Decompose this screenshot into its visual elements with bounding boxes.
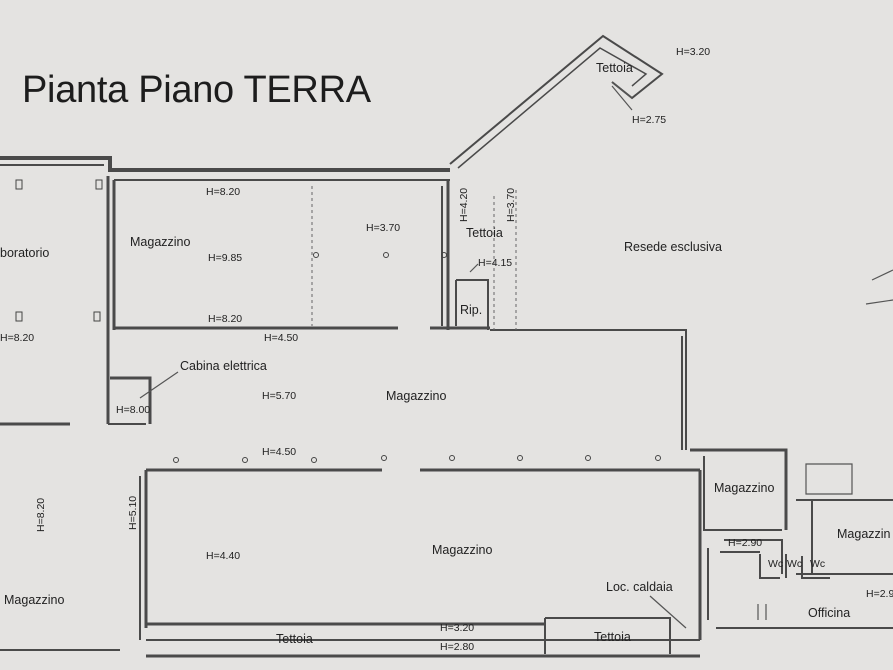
height-label: H=5.10 xyxy=(127,496,139,530)
height-label: H=2.9 xyxy=(866,588,893,600)
room-label: Magazzino xyxy=(714,481,774,495)
pillar-8 xyxy=(173,457,179,463)
plan-title: Pianta Piano TERRA xyxy=(22,69,372,111)
height-label: H=8.20 xyxy=(35,498,47,532)
height-label: H=5.70 xyxy=(262,390,296,402)
room-label: Tettoia xyxy=(466,226,503,240)
walls xyxy=(0,34,893,658)
room-label: Wc xyxy=(787,558,802,570)
height-label: H=2.75 xyxy=(632,114,666,126)
room-label: Magazzino xyxy=(386,389,446,403)
pillar-11 xyxy=(381,455,387,461)
room-label: Tettoia xyxy=(276,632,313,646)
height-label: H=4.50 xyxy=(264,332,298,344)
height-label: H=8.20 xyxy=(208,313,242,325)
pillar-4 xyxy=(93,311,101,322)
height-label: H=3.20 xyxy=(440,622,474,634)
room-label: Resede esclusiva xyxy=(624,240,722,254)
height-label: H=4.15 xyxy=(478,257,512,269)
pillar-12 xyxy=(449,455,455,461)
pillar-15 xyxy=(655,455,661,461)
room-label: Cabina elettrica xyxy=(180,359,267,373)
height-label: H=8.20 xyxy=(206,186,240,198)
pillar-5 xyxy=(313,252,319,258)
pillar-1 xyxy=(15,179,23,190)
height-label: H=4.40 xyxy=(206,550,240,562)
pillar-6 xyxy=(383,252,389,258)
room-label: Rip. xyxy=(460,303,482,317)
room-label: Loc. caldaia xyxy=(606,580,673,594)
room-label: Magazzino xyxy=(432,543,492,557)
room-label: Magazzin xyxy=(837,527,891,541)
room-label: Tettoia xyxy=(596,61,633,75)
height-label: H=3.70 xyxy=(505,188,517,222)
height-label: H=4.20 xyxy=(458,188,470,222)
height-labels: H=3.20 H=2.75 H=8.20 H=9.85 H=8.20 H=3.7… xyxy=(0,46,893,653)
room-label: Wc xyxy=(810,558,825,570)
pillar-10 xyxy=(311,457,317,463)
height-label: H=2.80 xyxy=(440,641,474,653)
room-label: Magazzino xyxy=(130,235,190,249)
room-label: Magazzino xyxy=(4,593,64,607)
room-label: boratorio xyxy=(0,246,49,260)
pillar-3 xyxy=(15,311,23,322)
height-label: H=3.20 xyxy=(676,46,710,58)
height-label: H=8.00 xyxy=(116,404,150,416)
pillars xyxy=(15,179,661,463)
room-label: Officina xyxy=(808,606,850,620)
height-label: H=2.90 xyxy=(728,537,762,549)
height-label: H=4.50 xyxy=(262,446,296,458)
height-label: H=9.85 xyxy=(208,252,242,264)
pillar-9 xyxy=(242,457,248,463)
room-label: Tettoia xyxy=(594,630,631,644)
height-label: H=3.70 xyxy=(366,222,400,234)
height-label: H=8.20 xyxy=(0,332,34,344)
pillar-13 xyxy=(517,455,523,461)
pillar-7 xyxy=(441,252,447,258)
pillar-14 xyxy=(585,455,591,461)
room-labels: boratorio Magazzino Magazzino Magazzino … xyxy=(0,61,891,646)
room-label: Wc xyxy=(768,558,783,570)
pillar-2 xyxy=(95,179,103,190)
